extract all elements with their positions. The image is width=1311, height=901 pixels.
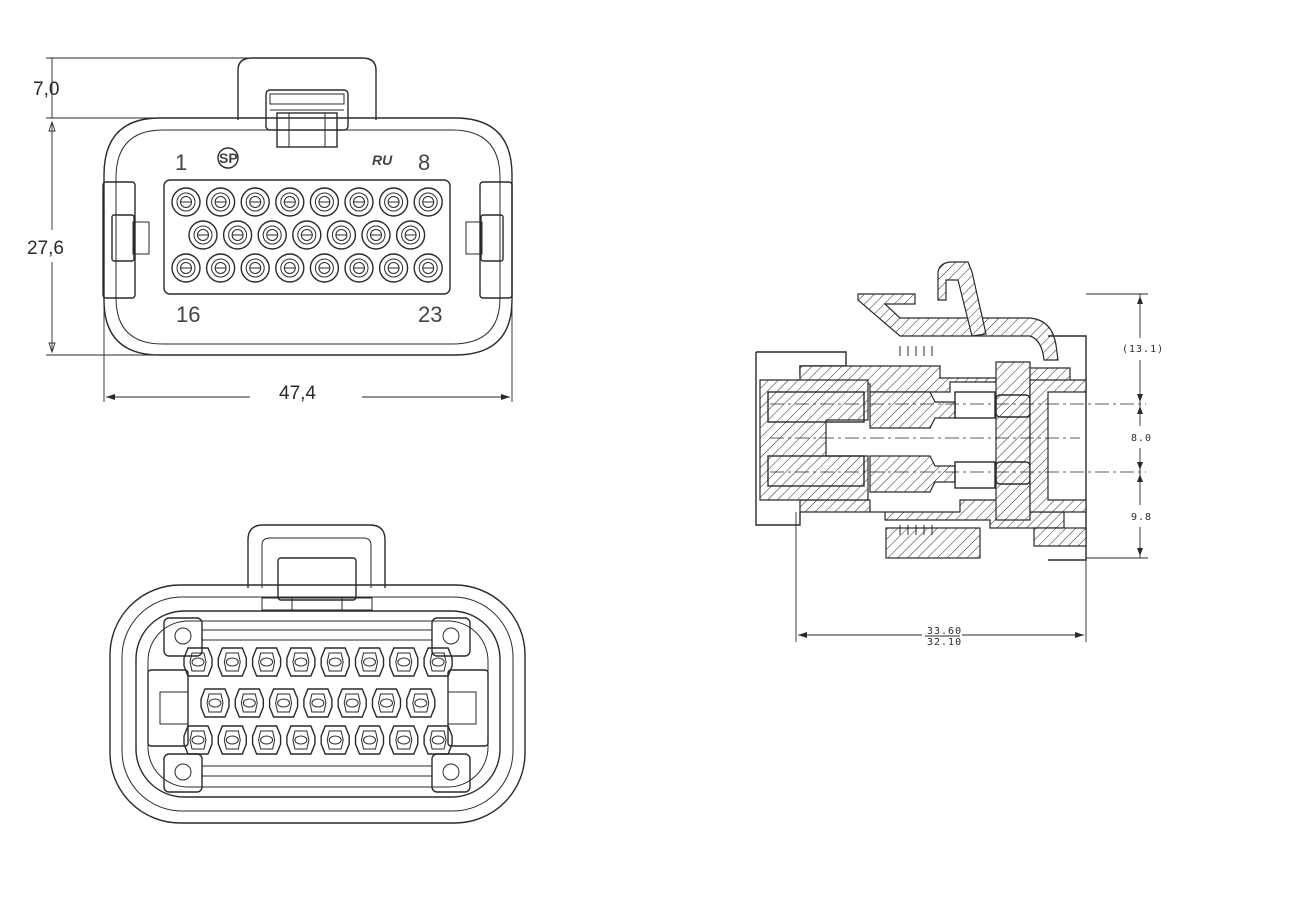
dim-width: 47,4	[279, 383, 316, 404]
rear-view	[109, 524, 526, 824]
front-cavity	[171, 187, 201, 217]
front-view: 1 8 16 23 SP RU 7,0 27,6 47,4	[27, 57, 513, 404]
front-cavity	[275, 253, 305, 283]
rear-cavity	[389, 647, 419, 677]
front-cavity	[326, 220, 357, 250]
front-cavity	[309, 187, 340, 217]
rear-cavity	[251, 725, 282, 755]
front-cavity	[413, 253, 443, 283]
rear-cavity	[183, 725, 213, 755]
rear-cavity	[200, 688, 230, 718]
front-cavity	[275, 187, 305, 217]
rear-cavity	[389, 725, 419, 755]
rear-cavity	[251, 647, 282, 677]
front-cavity	[361, 220, 391, 250]
rear-cavity	[217, 725, 247, 755]
rear-cavity	[286, 725, 316, 755]
front-cavity	[344, 187, 374, 217]
dim-overall-height: (13.1)	[1122, 344, 1164, 355]
front-cavity	[395, 220, 426, 250]
rear-cavity	[320, 647, 350, 677]
rear-cavity	[406, 688, 436, 718]
rear-cavity	[286, 647, 316, 677]
rear-cavity	[268, 688, 299, 718]
front-cavity	[257, 220, 287, 250]
rear-cavity	[423, 725, 453, 755]
front-cavity	[240, 253, 270, 283]
front-cavity	[171, 253, 201, 283]
rear-cavity-grid	[183, 647, 453, 755]
rear-cavity	[217, 647, 247, 677]
front-cavity	[378, 187, 409, 217]
section-view: (13.1) 8.0 9.8 33.60 32.10	[755, 261, 1164, 648]
dim-body-height: 27,6	[27, 238, 64, 259]
front-cavity-grid	[171, 187, 443, 283]
csa-mark-icon: SP	[217, 147, 239, 169]
pin-label-16: 16	[176, 302, 200, 327]
rear-cavity	[234, 688, 264, 718]
front-cavity	[205, 187, 236, 217]
svg-text:SP: SP	[219, 150, 238, 166]
rear-cavity	[320, 725, 350, 755]
pin-label-1: 1	[175, 150, 187, 175]
svg-text:RU: RU	[372, 152, 393, 168]
pin-label-23: 23	[418, 302, 442, 327]
dim-length-min: 32.10	[927, 637, 962, 648]
front-cavity	[188, 220, 218, 250]
rear-cavity	[354, 647, 385, 677]
rear-cavity	[337, 688, 367, 718]
pin-label-8: 8	[418, 150, 430, 175]
front-cavity	[222, 220, 253, 250]
front-cavity	[413, 187, 443, 217]
rear-cavity	[183, 647, 213, 677]
front-cavity	[240, 187, 270, 217]
dim-length-max: 33.60	[927, 626, 962, 637]
front-cavity	[205, 253, 236, 283]
dim-latch-height: 7,0	[33, 79, 59, 100]
dim-bottom: 9.8	[1131, 512, 1152, 523]
front-cavity	[309, 253, 340, 283]
rear-cavity	[423, 647, 453, 677]
front-cavity	[378, 253, 409, 283]
dim-pitch: 8.0	[1131, 433, 1152, 444]
front-cavity	[344, 253, 374, 283]
rear-cavity	[371, 688, 402, 718]
rear-cavity	[354, 725, 385, 755]
rear-cavity	[303, 688, 333, 718]
front-cavity	[292, 220, 322, 250]
ul-mark-icon: RU	[372, 152, 393, 168]
